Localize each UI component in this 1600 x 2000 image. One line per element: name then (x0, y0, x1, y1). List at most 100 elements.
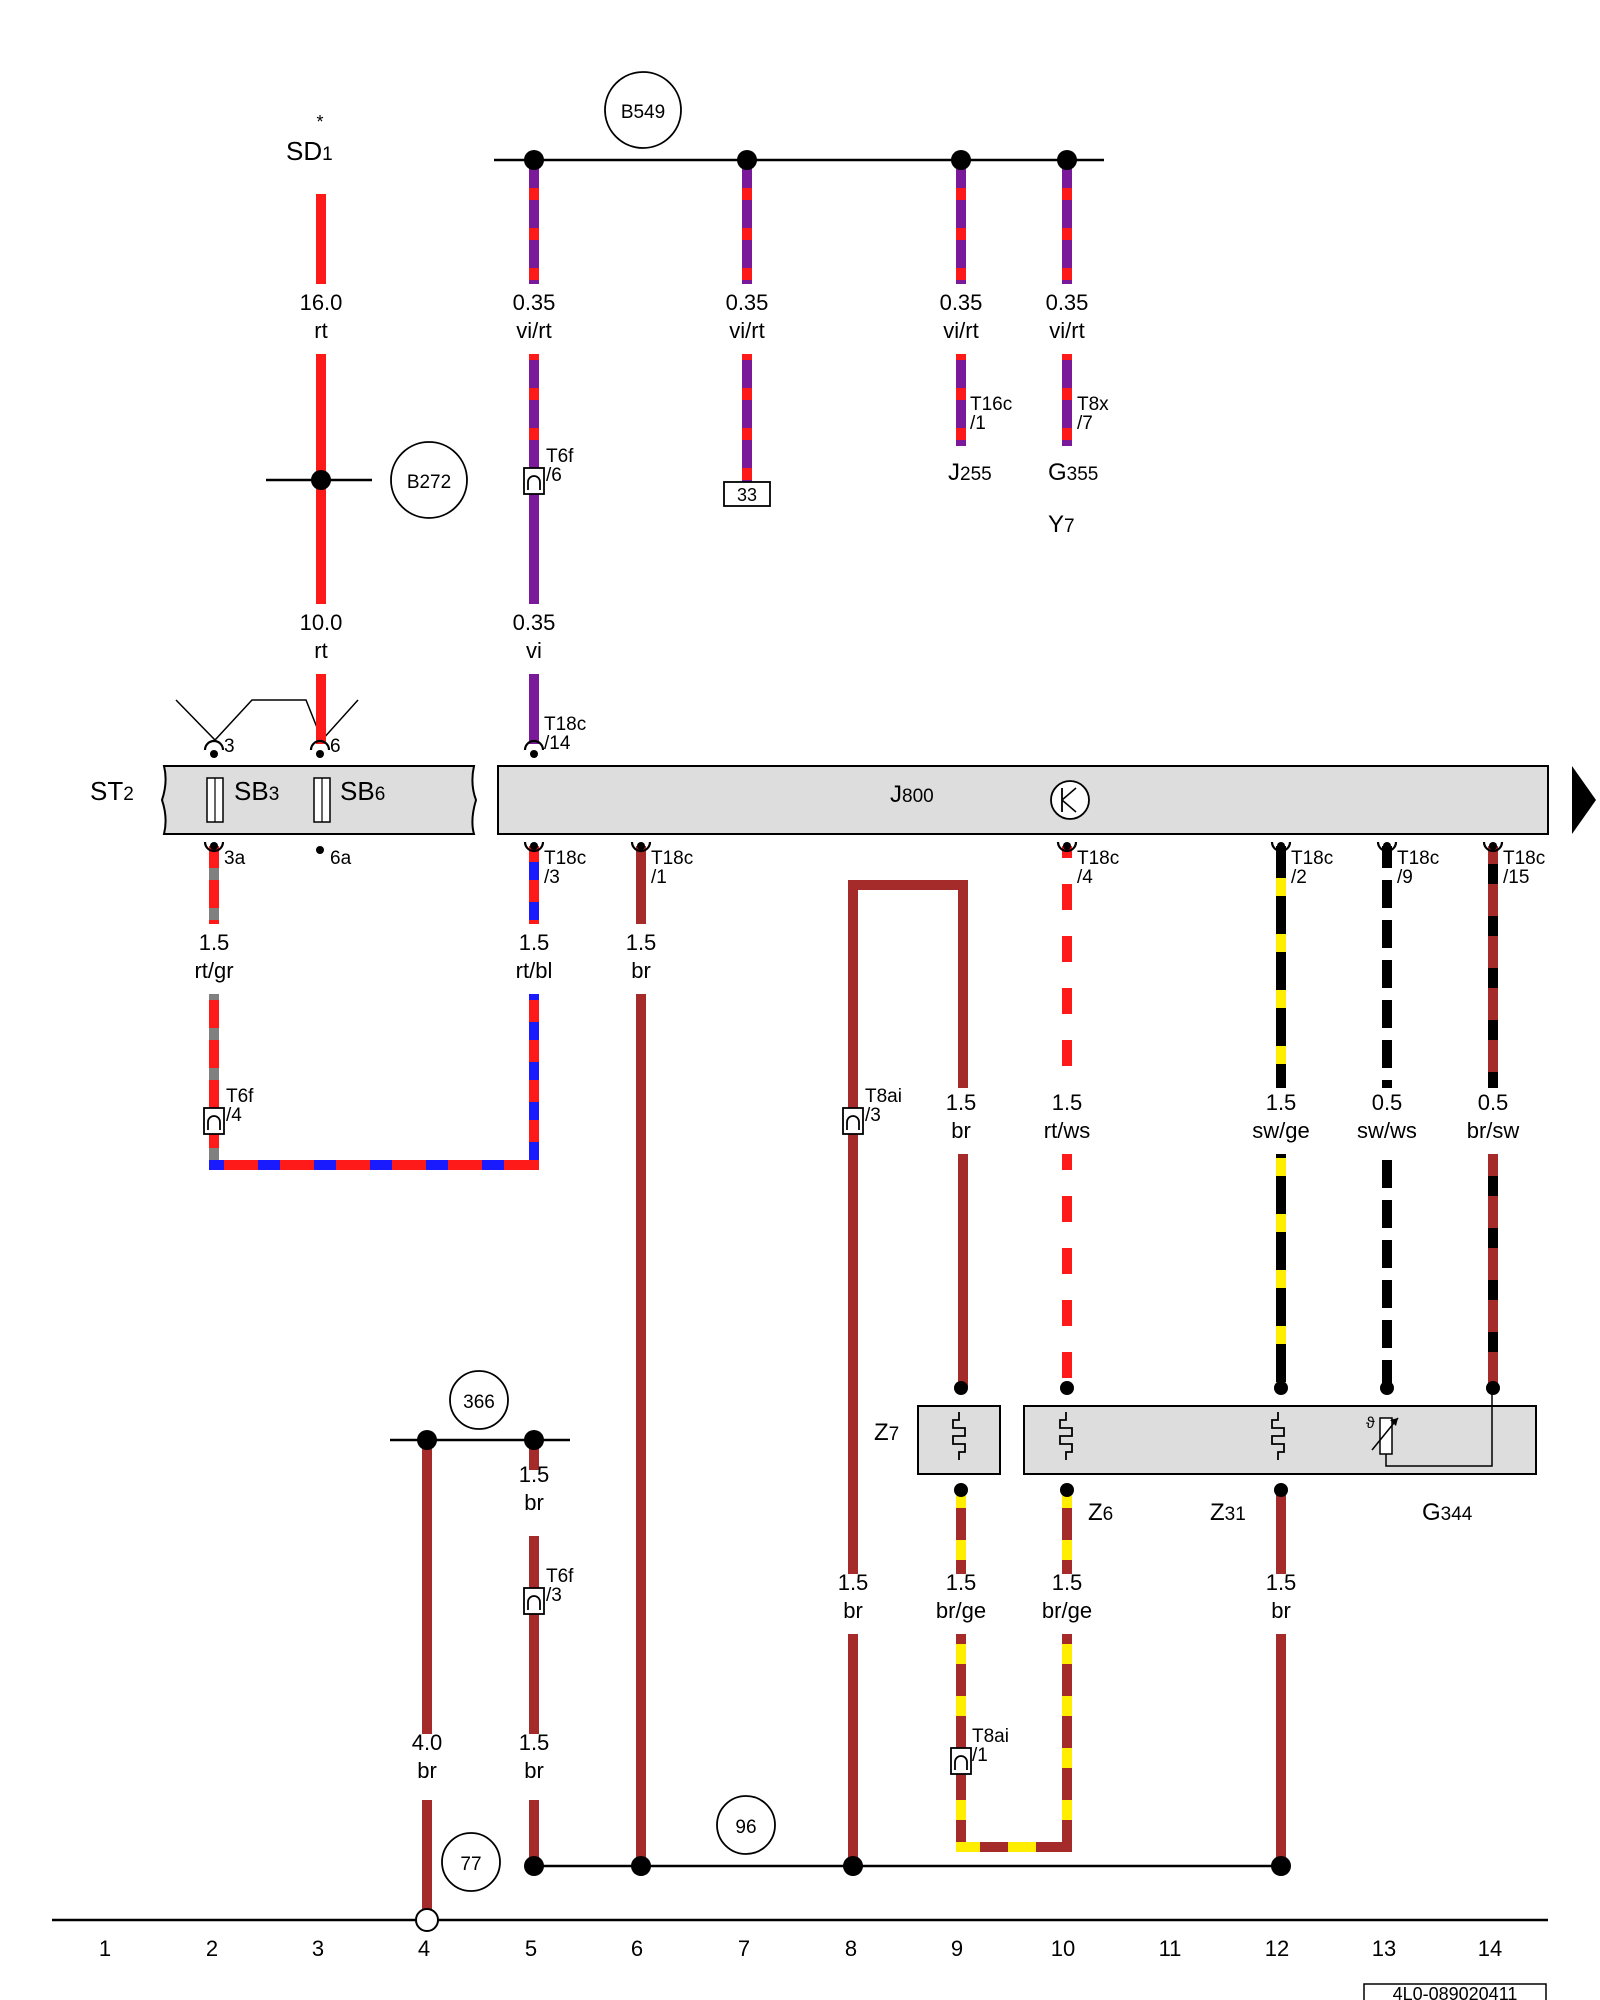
wire-c9-brge-bottom (956, 1634, 966, 1852)
component-y7: Y7 (1048, 511, 1075, 538)
junction-dot (524, 1430, 544, 1450)
wire-size-label: 0.5 (1478, 1090, 1509, 1115)
connector-label-t6f-6: T6f/6 (546, 446, 574, 486)
heater-z7-symbol (952, 1412, 966, 1460)
wire-color-label: vi/rt (1049, 318, 1084, 343)
connector-label-t18c-3: T18c/3 (544, 848, 586, 888)
wire-color-label: br (524, 1758, 544, 1783)
wire-10-rt-lower (316, 674, 326, 744)
wire-c7-virt-top (742, 160, 752, 284)
pin-label-6a: 6a (330, 848, 352, 869)
pin-socket (630, 841, 652, 853)
wire-c6-br-bottom (636, 994, 646, 1866)
wire-loop-br-horizontal (848, 880, 968, 890)
wire-c9-virt-top (956, 160, 966, 284)
ref-circle-b272 (390, 441, 468, 519)
heater-z31-symbol (1271, 1412, 1285, 1460)
wire-color-label: br (951, 1118, 971, 1143)
title-ref: SD1 (286, 136, 333, 166)
wire-c10-virt-top (1062, 160, 1072, 284)
wire-color-label: rt/bl (516, 958, 553, 983)
ref-circle-b549 (604, 71, 682, 149)
wire-c10-virt-bottom (1062, 354, 1072, 446)
component-st2: ST2 (90, 776, 134, 806)
junction-dot (843, 1856, 863, 1876)
wire-16-rt (316, 194, 326, 284)
wire-color-label: br (524, 1490, 544, 1515)
wire-color-label: br (631, 958, 651, 983)
wire-c12-swge-top (1276, 846, 1286, 1088)
continuation-arrow (1572, 766, 1596, 834)
wire-c10-rtws-top (1062, 846, 1072, 1088)
heater-box-z6-z31-g344 (1023, 1405, 1537, 1475)
ref-label-366: 366 (463, 1392, 495, 1413)
wire-c5-virt-mid (529, 354, 539, 466)
connector-label-t8ai-3: T8ai/3 (865, 1086, 902, 1126)
wire-color-label: br (1271, 1598, 1291, 1623)
wire-size-label: 1.5 (519, 930, 550, 955)
ref-label-b549: B549 (621, 102, 665, 123)
thermistor-g344-symbol: ϑ (1366, 1388, 1493, 1467)
ref-label-77: 77 (460, 1854, 481, 1875)
wire-c14-brsw-bottom (1488, 1154, 1498, 1388)
wire-c5-br-bottom (529, 1800, 539, 1866)
ref-circle-96 (716, 1795, 776, 1855)
wire-c5-vi-lower (529, 674, 539, 744)
wire-size-label: 0.35 (513, 610, 556, 635)
svg-text:ϑ: ϑ (1366, 1415, 1375, 1432)
ref-label-b272: B272 (407, 472, 451, 493)
wire-c8-br-top (848, 880, 858, 1574)
wire-size-label: 1.5 (1266, 1570, 1297, 1595)
junction-dot (737, 150, 757, 170)
connector-label-t18c-2: T18c/2 (1291, 848, 1333, 888)
pin-label-6: 6 (330, 736, 341, 757)
wire-c2-rtgr-bottom (209, 994, 219, 1164)
wire-c8-br-bottom (848, 1634, 858, 1866)
connector-symbol (523, 467, 545, 495)
fuse-bridge (175, 699, 359, 742)
terminal-dot (1380, 1381, 1394, 1395)
connector-symbol (203, 1107, 225, 1135)
wire-brge-horizontal (956, 1842, 1072, 1852)
pin-socket (523, 739, 545, 751)
wire-color-label: rt/ws (1044, 1118, 1090, 1143)
wire-size-label: 1.5 (946, 1090, 977, 1115)
wire-size-label: 1.5 (946, 1570, 977, 1595)
junction-dot (631, 1856, 651, 1876)
connector-label-t8ai-1: T8ai/1 (972, 1726, 1009, 1766)
terminal-box-label: 33 (737, 485, 757, 505)
title-ref-mark: * (316, 112, 323, 132)
component-g355: G355 (1048, 459, 1098, 486)
wire-size-label: 10.0 (300, 610, 343, 635)
wire-c2-rtgr-top (209, 846, 219, 924)
wire-size-label: 0.35 (940, 290, 983, 315)
component-g344: G344 (1422, 1499, 1473, 1526)
connector-label-t18c-14: T18c/14 (544, 714, 586, 754)
junction-dot (1271, 1856, 1291, 1876)
wire-c13-swws-bottom (1382, 1154, 1392, 1388)
wire-size-label: 1.5 (199, 930, 230, 955)
component-z31: Z31 (1210, 1499, 1246, 1526)
pin-socket (1482, 841, 1504, 853)
ref-circle-77 (441, 1832, 501, 1892)
connector-symbol (950, 1747, 972, 1775)
heater-box-z7 (917, 1405, 1001, 1475)
wire-c5-virt-top (529, 160, 539, 284)
pin-label-3: 3 (224, 736, 235, 757)
wire-color-label: vi/rt (729, 318, 764, 343)
wire-c5-vi (529, 466, 539, 604)
junction-dot (524, 1856, 544, 1876)
wire-color-label: br/sw (1467, 1118, 1520, 1143)
junction-dot (417, 1430, 437, 1450)
wire-size-label: 1.5 (1052, 1570, 1083, 1595)
terminal-dot (1060, 1483, 1074, 1497)
wire-size-label: 4.0 (412, 1730, 443, 1755)
column-number: 3 (312, 1936, 324, 1961)
column-number: 10 (1051, 1936, 1075, 1961)
column-number: 13 (1372, 1936, 1396, 1961)
connector-label-t6f-4: T6f/4 (226, 1086, 254, 1126)
wire-c10-brge-bottom (1062, 1634, 1072, 1852)
wire-size-label: 0.5 (1372, 1090, 1403, 1115)
pin-socket (1270, 841, 1292, 853)
